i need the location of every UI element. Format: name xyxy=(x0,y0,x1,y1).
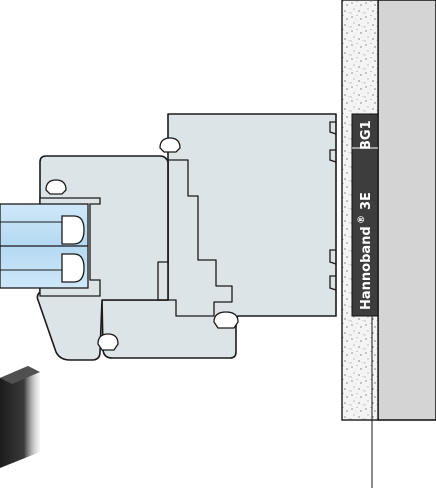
tape-brand: Hannoband xyxy=(359,226,374,310)
wall-masonry xyxy=(377,0,436,421)
tape-registered-mark: ® xyxy=(357,215,367,224)
glass-spacers xyxy=(61,215,85,283)
foam-pad xyxy=(0,366,40,468)
seal-gaskets xyxy=(45,137,239,351)
frame-chamber xyxy=(157,159,233,317)
tape-product-code: 3E xyxy=(359,192,374,210)
frame-grooves xyxy=(329,121,337,291)
tape-rating: BG1 xyxy=(359,120,374,150)
tape-label-group: Hannoband ® 3E BG1 xyxy=(357,120,374,310)
foam-pad-top xyxy=(0,366,40,384)
